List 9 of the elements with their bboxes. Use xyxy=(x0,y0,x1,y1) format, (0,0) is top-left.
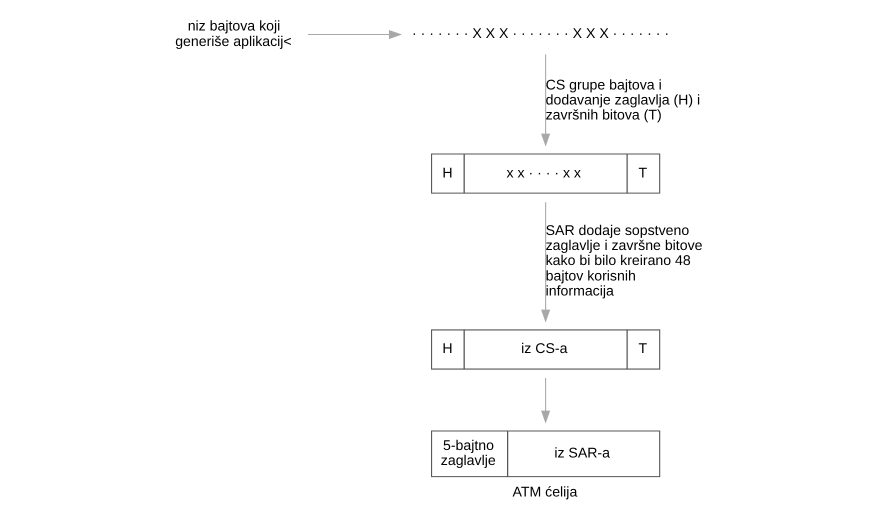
edge-label: SAR dodaje sopstveno zaglavlje i završne bitove kako bi bilo kreirano 48 bajtov korisnih informacija xyxy=(546,222,702,299)
arrow xyxy=(541,378,550,424)
arrow xyxy=(308,30,402,40)
arrow xyxy=(541,202,550,323)
node-label: ATM ćelija xyxy=(512,484,578,500)
node-text: niz bajtova koji generiše aplikacij< xyxy=(175,18,292,49)
node-text: · · · · · · · X X X · · · · · · · X X X · · · · · · · xyxy=(412,25,670,42)
arrow xyxy=(541,54,550,147)
edge-label: CS grupe bajtova i dodavanje zaglavlja (H) i završnih bitova (T) xyxy=(546,76,700,123)
